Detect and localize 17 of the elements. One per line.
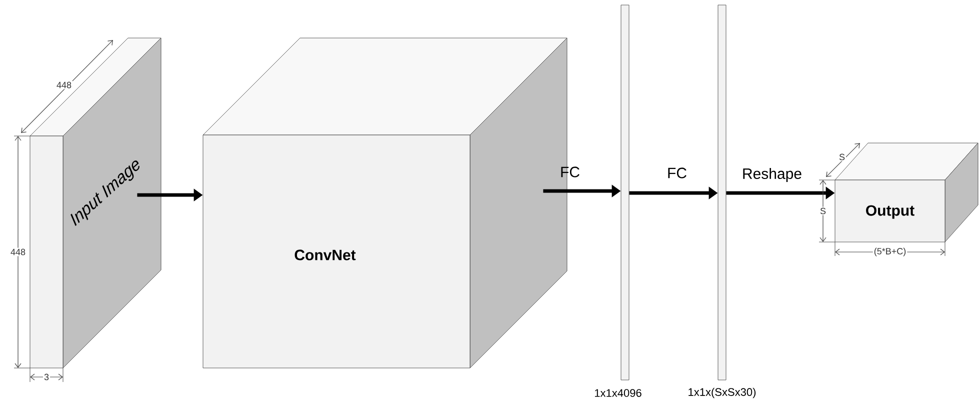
edge-label: Reshape [743,168,802,182]
dimension-label: S [819,206,827,216]
node-label: ConvNet [294,250,356,260]
dimension-label: 3 [43,372,50,382]
dimension-label: 448 [56,80,73,90]
output-cuboid [834,142,978,242]
dimension-label: S [838,152,846,162]
node-label: Output [866,205,914,219]
size-label: 1x1x4096 [594,389,642,397]
size-label: 1x1x(SxSx30) [688,388,756,398]
vector-bar [620,4,630,380]
vector-bar [718,4,726,380]
dimension-label: 448 [10,248,27,256]
edge-label: FC [668,168,686,178]
input-slab [30,38,162,368]
dimension-label: (5*B+C) [872,246,908,258]
edge-label: FC [561,166,580,178]
